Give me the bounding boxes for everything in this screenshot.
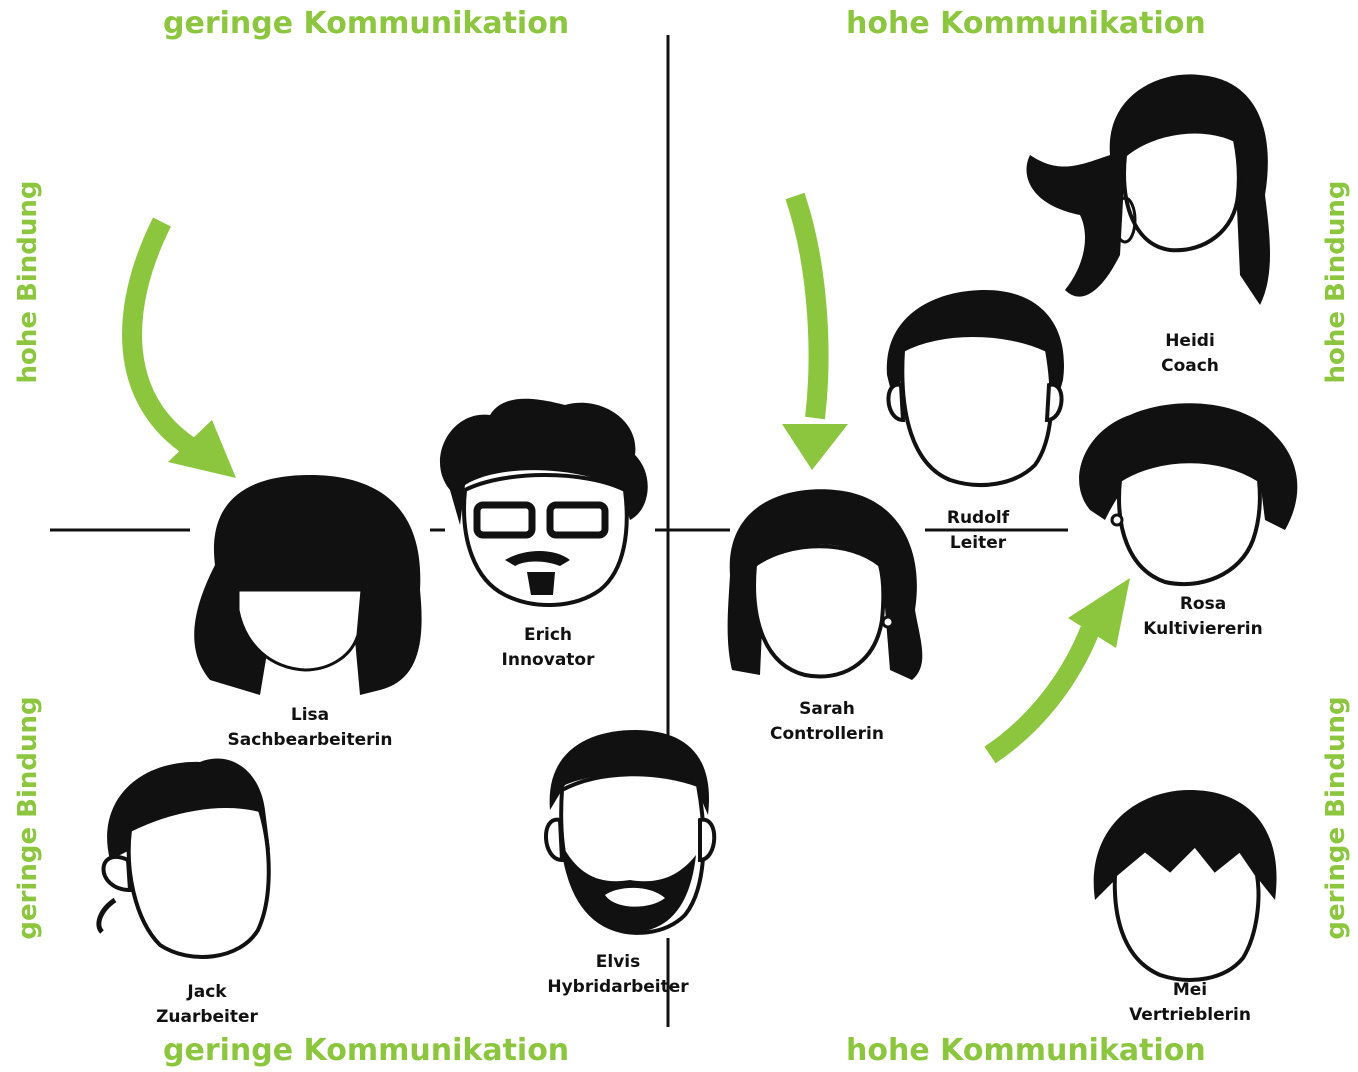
person-label-erich: Erich Innovator xyxy=(502,623,595,673)
axis-label-bottom-right: hohe Kommunikation xyxy=(846,1033,1206,1068)
axis-label-left-upper: hohe Bindung xyxy=(13,180,43,384)
person-name: Elvis xyxy=(595,952,641,972)
person-name: Erich xyxy=(523,625,573,645)
person-role: Sachbearbeiterin xyxy=(227,730,393,750)
quadrant-axes xyxy=(50,35,1068,1027)
person-name: Heidi xyxy=(1165,331,1215,351)
axis-label-top-left: geringe Kommunikation xyxy=(163,6,570,41)
head-silhouette-icon xyxy=(886,290,1065,487)
person-name: Sarah xyxy=(799,699,855,719)
person-role: Innovator xyxy=(501,650,595,670)
person-label-heidi: Heidi Coach xyxy=(1161,329,1219,379)
person-name: Lisa xyxy=(290,705,330,725)
person-role: Zuarbeiter xyxy=(156,1007,258,1027)
head-silhouette-icon xyxy=(727,489,923,680)
axis-label-right-upper: hohe Bindung xyxy=(1321,180,1351,384)
person-name: Rudolf xyxy=(946,508,1010,528)
arrow-icon-head xyxy=(168,420,236,478)
person-name: Mei xyxy=(1172,980,1208,1000)
person-label-elvis: Elvis Hybridarbeiter xyxy=(547,950,688,1000)
arrow-icon xyxy=(122,217,198,457)
person-name: Jack xyxy=(187,982,227,1002)
arrows xyxy=(122,192,1130,764)
person-name: Rosa xyxy=(1179,594,1227,614)
person-label-lisa: Lisa Sachbearbeiterin xyxy=(228,703,393,753)
axis-label-top-right: hohe Kommunikation xyxy=(846,6,1206,41)
head-silhouette-icon xyxy=(194,475,422,695)
arrow-icon-head xyxy=(782,424,848,470)
arrow-icon xyxy=(984,626,1100,764)
head-silhouette-icon xyxy=(544,730,717,935)
arrow-icon-head xyxy=(1068,578,1130,648)
head-silhouette-icon xyxy=(1026,74,1270,305)
axis-label-left-lower: geringe Bindung xyxy=(13,696,43,940)
person-role: Hybridarbeiter xyxy=(547,977,689,997)
person-label-sarah: Sarah Controllerin xyxy=(770,697,884,747)
head-silhouette-icon xyxy=(1079,403,1298,587)
person-role: Vertrieblerin xyxy=(1129,1005,1251,1025)
person-label-rosa: Rosa Kultiviererin xyxy=(1143,592,1262,642)
axis-label-right-lower: geringe Bindung xyxy=(1321,696,1351,940)
arrow-icon xyxy=(785,192,829,420)
axis-label-bottom-left: geringe Kommunikation xyxy=(163,1033,570,1068)
head-silhouette-icon xyxy=(96,758,271,959)
person-label-jack: Jack Zuarbeiter xyxy=(156,980,258,1030)
head-silhouette-icon xyxy=(439,398,648,608)
person-role: Coach xyxy=(1161,356,1219,376)
person-label-mei: Mei Vertrieblerin xyxy=(1129,978,1251,1028)
person-role: Kultiviererin xyxy=(1143,619,1263,639)
person-role: Controllerin xyxy=(770,724,884,744)
person-label-rudolf: Rudolf Leiter xyxy=(947,506,1009,556)
head-silhouette-icon xyxy=(1093,790,1277,982)
person-role: Leiter xyxy=(949,533,1007,553)
